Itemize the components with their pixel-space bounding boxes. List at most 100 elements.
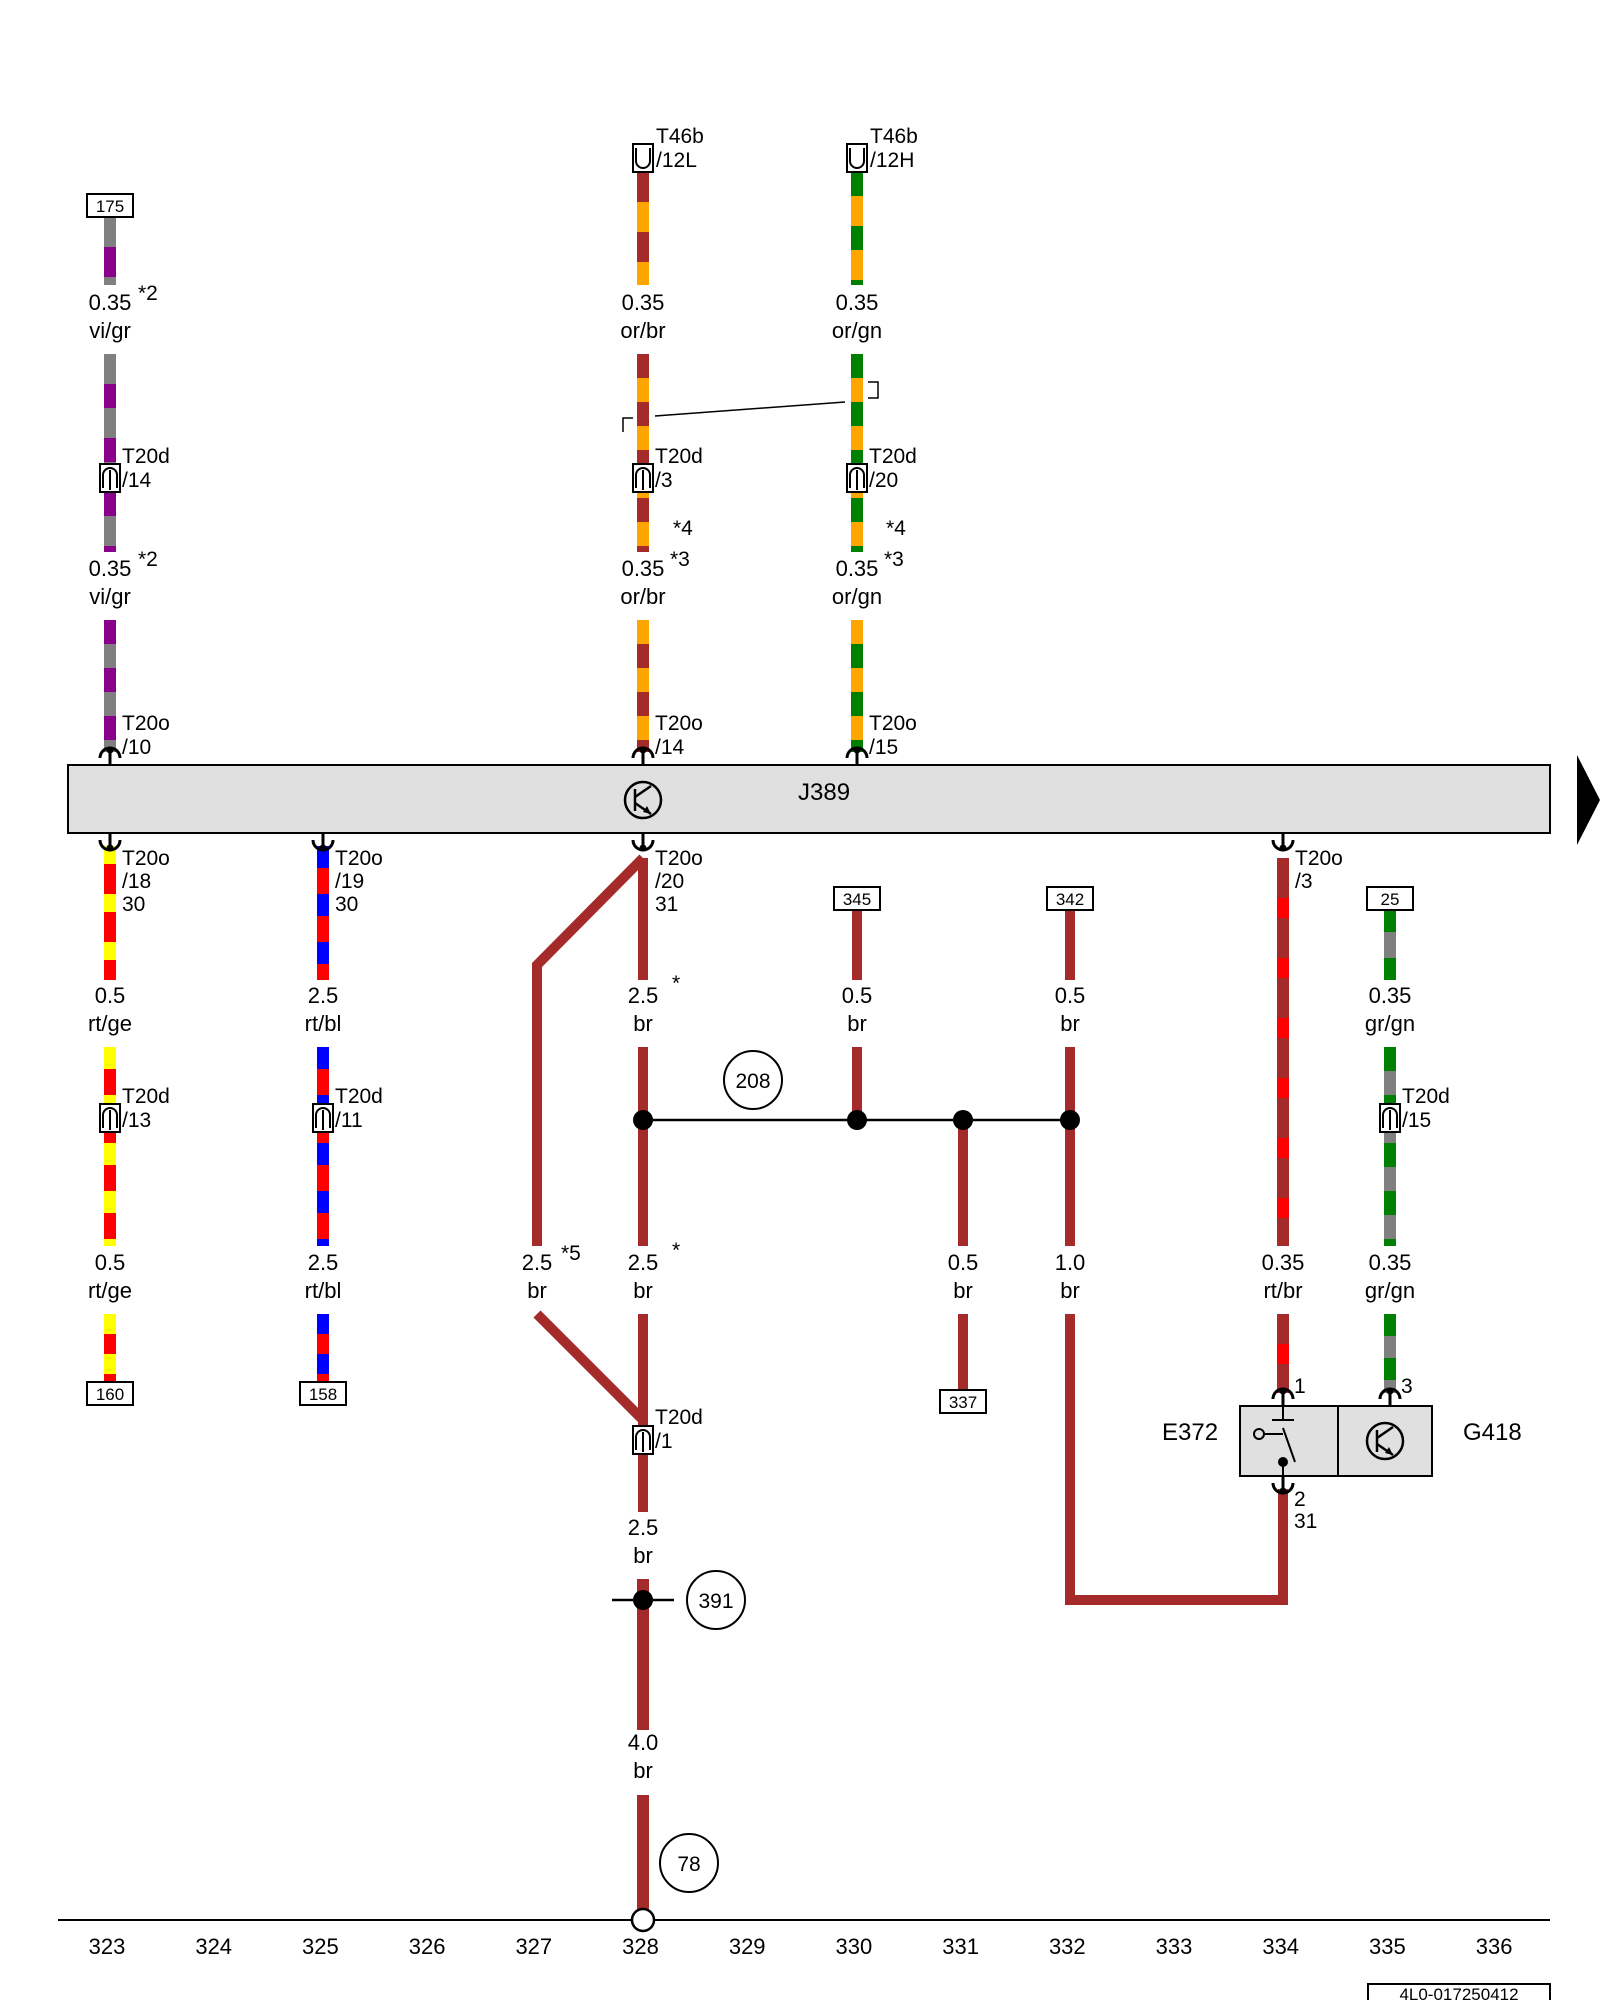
grid-number: 326 [409, 1934, 446, 1959]
wire-size-label: 0.35 [622, 556, 665, 581]
svg-text:78: 78 [677, 1853, 700, 1876]
svg-text:391: 391 [698, 1590, 733, 1613]
svg-text:T20o: T20o [869, 712, 917, 735]
connector-t20d-15 [1379, 1103, 1401, 1133]
wire-segment [1065, 1314, 1288, 1605]
wire-size-label: 0.35 [1262, 1250, 1305, 1275]
svg-text:30: 30 [122, 893, 145, 916]
connector-label-t20d-13: T20d /13 [122, 1085, 170, 1132]
wire-size-label: 0.35 [622, 290, 665, 315]
wire-note-label: * [672, 972, 680, 995]
svg-text:T20d: T20d [655, 1406, 703, 1429]
connector-label-t20o-20: T20o /20 31 [655, 847, 703, 916]
switch-symbol [1253, 1406, 1296, 1476]
circle-ref-208: 208 [723, 1050, 783, 1110]
wire-size-label: 0.35 [1369, 983, 1412, 1008]
wire-note-label: *5 [561, 1242, 581, 1265]
svg-text:/13: /13 [122, 1109, 151, 1132]
grid-number: 330 [836, 1934, 873, 1959]
wire-size-label: 0.35 [836, 290, 879, 315]
pin-e372-2 [1271, 1473, 1295, 1496]
wire-note-label: *4 [886, 517, 906, 540]
wire-note-label: *3 [884, 548, 904, 571]
svg-text:T20o: T20o [122, 847, 170, 870]
svg-text:/15: /15 [1402, 1109, 1431, 1132]
grid-number: 331 [942, 1934, 979, 1959]
wire-color-label: br [527, 1278, 547, 1303]
svg-text:/11: /11 [335, 1109, 363, 1132]
wire-color-label: rt/ge [88, 1278, 132, 1303]
wire-color-label: br [633, 1543, 653, 1568]
connector-label-t20d-1: T20d /1 [655, 1406, 703, 1453]
component-label-g418: G418 [1463, 1419, 1522, 1446]
connector-label-t20d-15: T20d /15 [1402, 1085, 1450, 1132]
wire-size-label: 0.5 [842, 983, 873, 1008]
wire-color-label: gr/gn [1365, 1278, 1415, 1303]
svg-text:160: 160 [96, 1385, 124, 1404]
wire-color-label: or/gn [832, 318, 882, 343]
wire-size-label: 0.35 [1369, 1250, 1412, 1275]
grid-number: 335 [1369, 1934, 1406, 1959]
grid-number: 336 [1476, 1934, 1513, 1959]
twisted-pair-marker [622, 381, 879, 432]
wire-size-label: 2.5 [628, 1515, 659, 1540]
wire-color-label: rt/bl [305, 1278, 342, 1303]
svg-text:345: 345 [843, 890, 871, 909]
wire-size-label: 2.5 [522, 1250, 553, 1275]
svg-text:/20: /20 [655, 870, 684, 893]
wire-note-label: *4 [673, 517, 693, 540]
svg-text:T20d: T20d [122, 445, 170, 468]
connector-label-t20o-10: T20o /10 [122, 712, 170, 759]
svg-text:/3: /3 [1295, 870, 1313, 893]
svg-text:/19: /19 [335, 870, 364, 893]
ref-box-337: 337 [939, 1389, 987, 1414]
wire-size-label: 0.35 [836, 556, 879, 581]
svg-text:/18: /18 [122, 870, 151, 893]
wire-size-label: 0.35 [89, 290, 132, 315]
connector-label-t20o-19: T20o /19 30 [335, 847, 383, 916]
svg-text:T20d: T20d [655, 445, 703, 468]
svg-text:T20o: T20o [122, 712, 170, 735]
connector-label-t20d-20: T20d /20 [869, 445, 917, 492]
pin-e372-1 [1271, 1386, 1295, 1409]
module-j389-box [67, 764, 1551, 834]
svg-text:/14: /14 [655, 736, 685, 759]
wire-color-label: vi/gr [89, 318, 131, 343]
wire-size-label: 1.0 [1055, 1250, 1086, 1275]
wire-size-label: 0.5 [1055, 983, 1086, 1008]
svg-text:T46b: T46b [656, 125, 704, 148]
ref-box-158: 158 [299, 1381, 347, 1406]
wire-color-label: or/br [620, 584, 665, 609]
splice-point [847, 1110, 867, 1130]
wire-color-label: rt/br [1263, 1278, 1302, 1303]
svg-text:/14: /14 [122, 469, 152, 492]
wire-size-label: 2.5 [628, 1250, 659, 1275]
wire-note-label: * [672, 1239, 680, 1262]
wire-size-label: 2.5 [628, 983, 659, 1008]
svg-text:T20d: T20d [122, 1085, 170, 1108]
grid-number: 329 [729, 1934, 766, 1959]
pin-label-31: 31 [1294, 1510, 1317, 1533]
wire-size-label: 2.5 [308, 1250, 339, 1275]
wire-note-label: *2 [138, 282, 158, 305]
pin-t20o-18 [98, 830, 122, 853]
svg-text:175: 175 [96, 197, 124, 216]
wire-layer [104, 172, 1396, 1909]
splice-point [633, 1110, 653, 1130]
svg-text:/12H: /12H [870, 149, 914, 172]
svg-text:208: 208 [735, 1070, 770, 1093]
wire-color-label: or/br [620, 318, 665, 343]
sensor-transistor-symbol [1365, 1421, 1405, 1461]
connector-t20d-14 [99, 463, 121, 493]
svg-text:342: 342 [1056, 890, 1084, 909]
wire-color-label: br [953, 1278, 973, 1303]
svg-text:/10: /10 [122, 736, 151, 759]
grid-number: 324 [195, 1934, 232, 1959]
wire-segment [532, 854, 647, 1246]
ref-box-342: 342 [1046, 886, 1094, 911]
connector-label-t20d-14: T20d /14 [122, 445, 170, 492]
grid-number: 333 [1156, 1934, 1193, 1959]
svg-text:25: 25 [1381, 890, 1400, 909]
